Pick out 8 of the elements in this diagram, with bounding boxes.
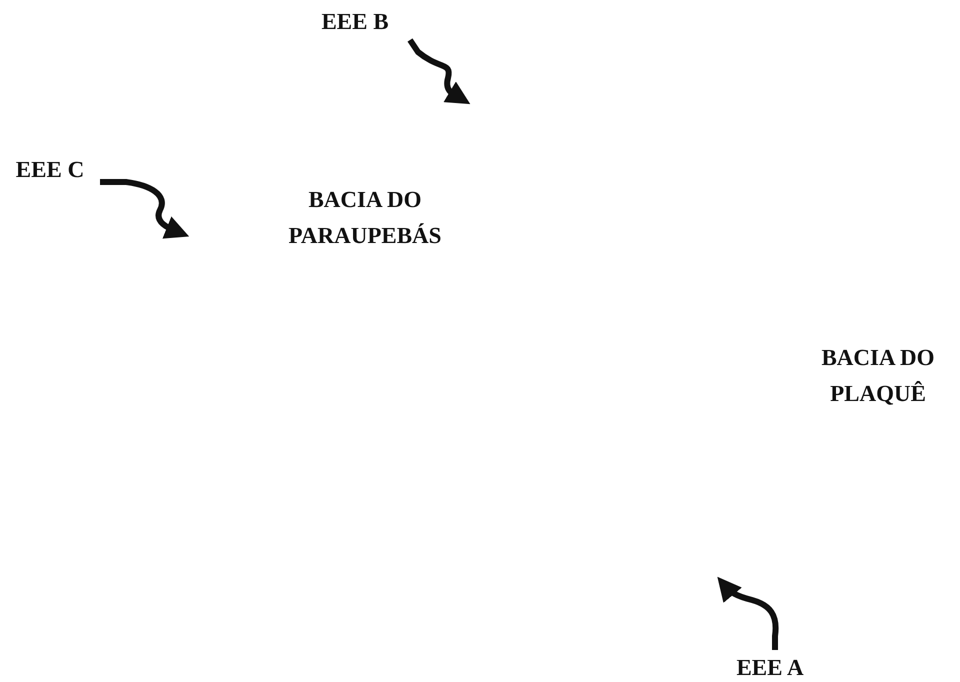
- basin-label: BACIA DO PLAQUÊ: [820, 344, 936, 408]
- curved-arrow: [100, 179, 190, 239]
- curved-arrow: [717, 576, 779, 650]
- basin-label: BACIA DO PARAUPEBÁS: [288, 186, 442, 250]
- station-label: EEE B: [300, 4, 410, 40]
- station-label: EEE C: [0, 152, 100, 188]
- curved-arrow: [408, 38, 470, 104]
- station-label: EEE A: [715, 650, 825, 682]
